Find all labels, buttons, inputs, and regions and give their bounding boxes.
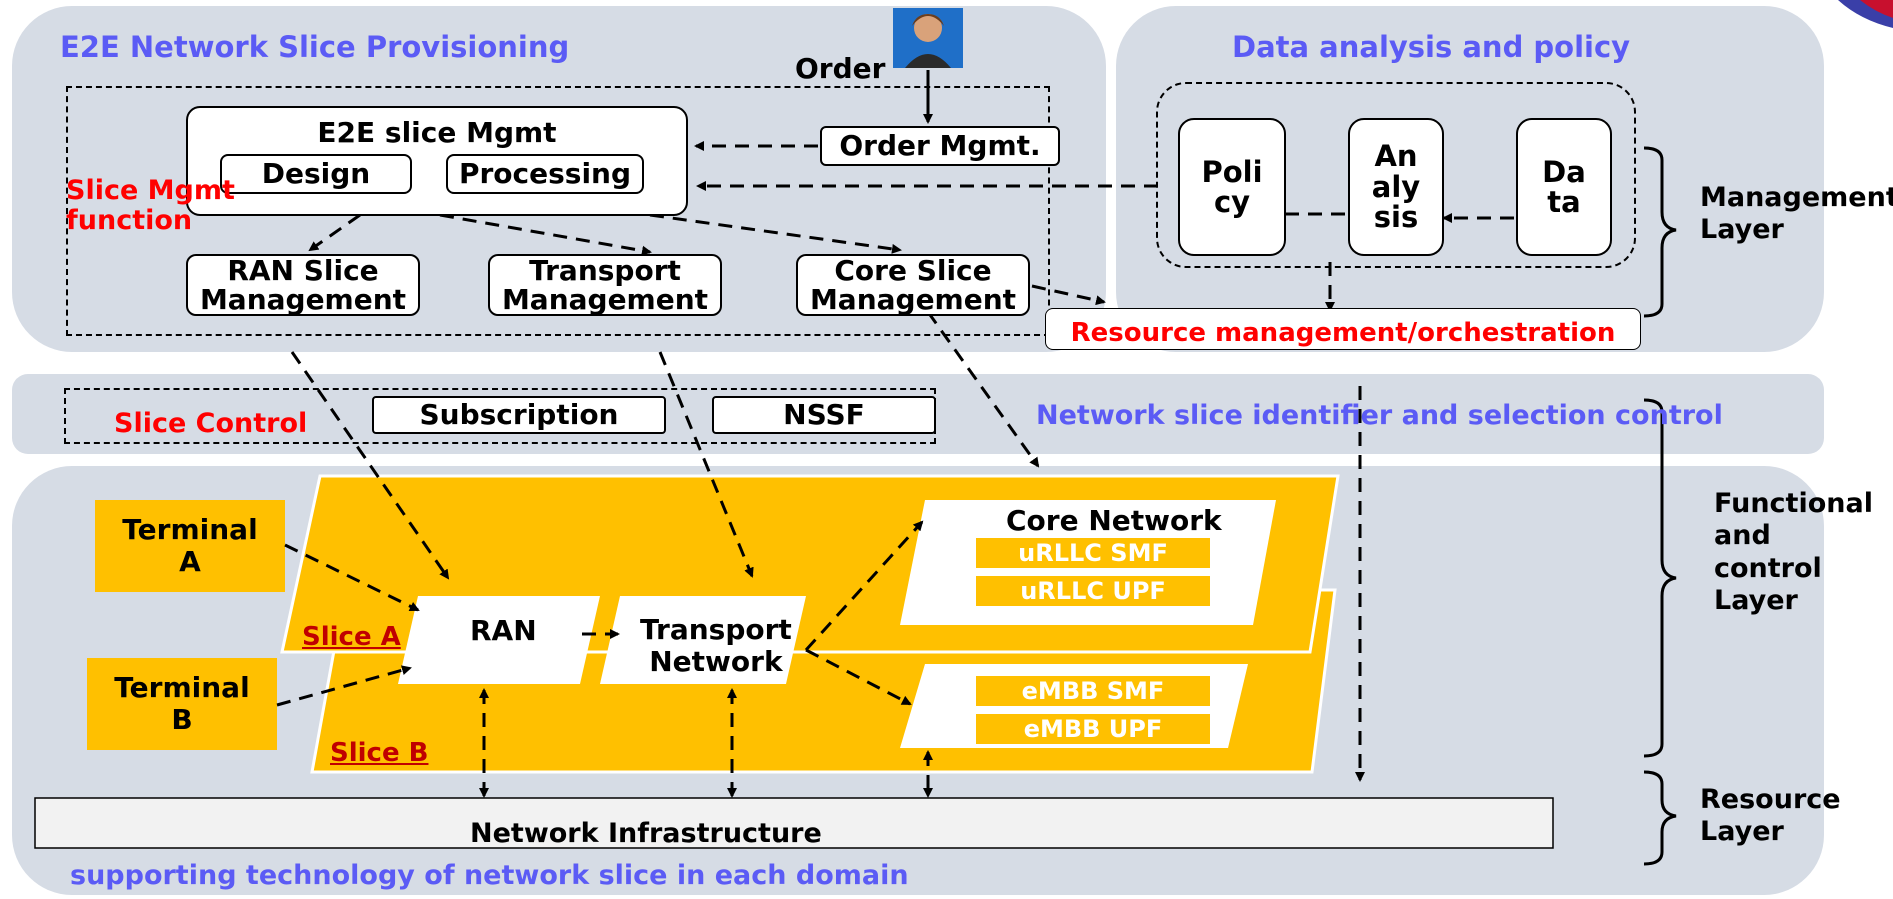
terminal-b-label: Terminal B — [114, 670, 250, 736]
embb-upf-box[interactable]: eMBB UPF — [976, 714, 1210, 744]
processing-box[interactable]: Processing — [446, 154, 644, 194]
terminal-b-shape — [87, 658, 277, 750]
network-infrastructure-label: Network Infrastructure — [470, 818, 822, 849]
urllc-smf-box[interactable]: uRLLC SMF — [976, 538, 1210, 568]
resource-management-box[interactable]: Resource management/orchestration — [1045, 308, 1641, 350]
slice-b-label: Slice B — [330, 738, 429, 768]
data-analysis-group — [1156, 82, 1636, 268]
management-layer-brace — [1643, 146, 1677, 318]
terminal-a-label: Terminal A — [122, 512, 258, 578]
analysis-box[interactable]: An aly sis — [1348, 118, 1444, 256]
infrastructure-bar — [34, 797, 1554, 849]
design-box[interactable]: Design — [220, 154, 412, 194]
core-slice-management-box[interactable]: Core Slice Management — [796, 254, 1030, 316]
provisioning-title: E2E Network Slice Provisioning — [60, 30, 570, 64]
core-network-label: Core Network — [1006, 504, 1222, 537]
terminal-a-shape — [95, 500, 285, 592]
order-label: Order — [795, 52, 886, 85]
e2e-slice-mgmt-label: E2E slice Mgmt — [317, 116, 557, 149]
analysis-title: Data analysis and policy — [1232, 30, 1631, 64]
e2e-slice-mgmt-box[interactable]: E2E slice Mgmt — [186, 106, 688, 216]
urllc-upf-box[interactable]: uRLLC UPF — [976, 576, 1210, 606]
transport-management-box[interactable]: Transport Management — [488, 254, 722, 316]
resource-layer-label: Resource Layer — [1700, 784, 1841, 848]
functional-layer-brace — [1643, 398, 1677, 758]
identifier-selection-label: Network slice identifier and selection c… — [1036, 400, 1723, 431]
resource-layer-brace — [1643, 770, 1677, 866]
policy-box[interactable]: Poli cy — [1178, 118, 1286, 256]
ran-node-shape — [398, 596, 600, 684]
slice-mgmt-function-label: Slice Mgmt function — [66, 175, 235, 236]
ran-label: RAN — [470, 614, 537, 647]
transport-node-shape — [600, 596, 806, 684]
management-layer-label: Management Layer — [1700, 182, 1893, 246]
data-box[interactable]: Da ta — [1516, 118, 1612, 256]
embb-smf-box[interactable]: eMBB SMF — [976, 676, 1210, 706]
person-icon — [893, 8, 963, 68]
subscription-box[interactable]: Subscription — [372, 396, 666, 434]
slice-control-label: Slice Control — [114, 408, 308, 439]
order-mgmt-box[interactable]: Order Mgmt. — [820, 126, 1060, 166]
functional-layer-label: Functional and control Layer — [1714, 488, 1873, 617]
supporting-technology-label: supporting technology of network slice i… — [70, 860, 909, 891]
nssf-box[interactable]: NSSF — [712, 396, 936, 434]
transport-network-label: Transport Network — [640, 613, 792, 679]
ran-slice-management-box[interactable]: RAN Slice Management — [186, 254, 420, 316]
slice-mgmt-function-group — [66, 86, 1050, 336]
slice-a-label: Slice A — [302, 622, 401, 652]
